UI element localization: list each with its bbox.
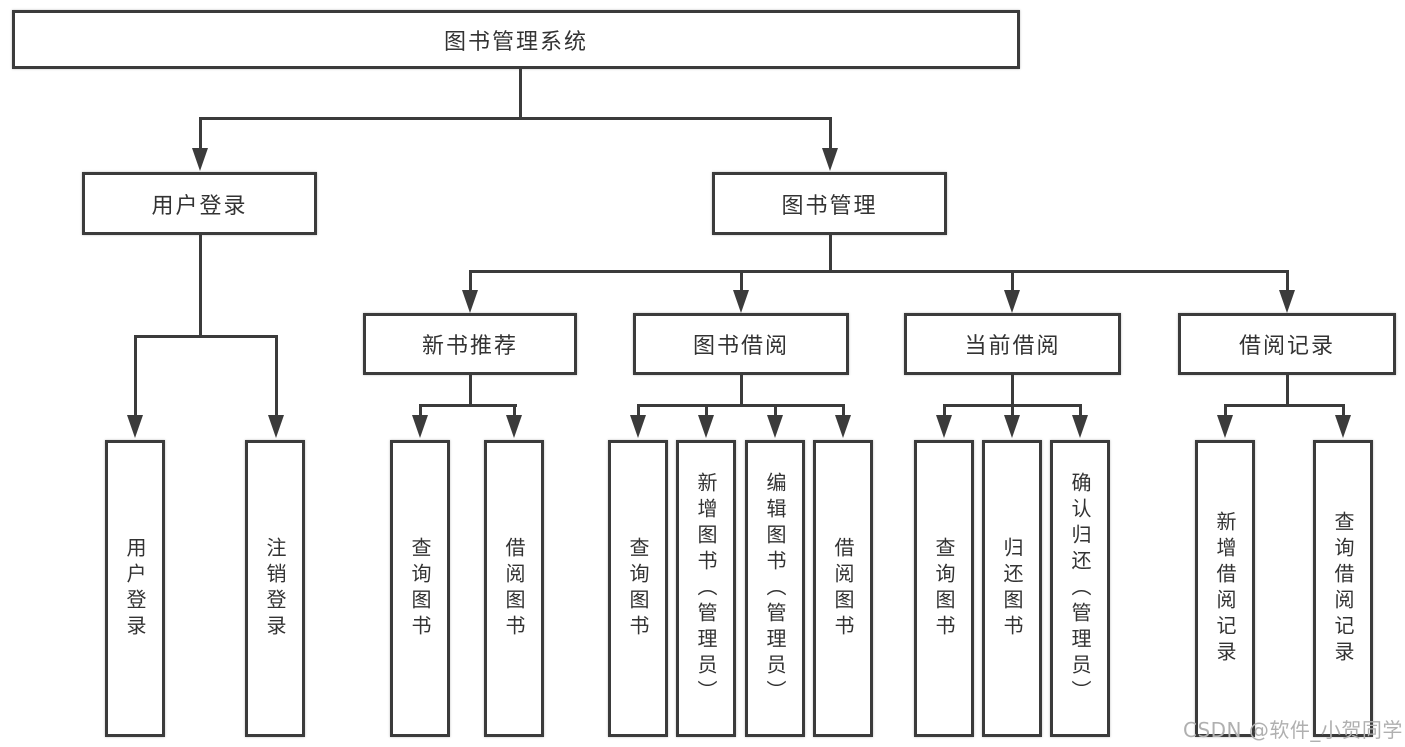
arrow-down-icon: [1072, 415, 1088, 438]
leaf-query-books-current: 查询图书: [914, 440, 974, 737]
node-current-borrow: 当前借阅: [904, 313, 1121, 375]
arrow-down-icon: [1004, 415, 1020, 438]
arrow-shaft: [513, 404, 516, 417]
leaf-borrow-books: 借阅图书: [813, 440, 873, 737]
arrow-shaft: [419, 404, 422, 417]
arrow-shaft: [1224, 404, 1227, 417]
connector-hline: [134, 335, 278, 338]
arrow-down-icon: [733, 290, 749, 313]
arrow-down-icon: [1279, 290, 1295, 313]
arrow-shaft: [705, 404, 708, 417]
arrow-shaft: [943, 404, 946, 417]
arrow-shaft: [637, 404, 640, 417]
connector-vline: [1011, 375, 1014, 407]
arrow-down-icon: [192, 148, 208, 171]
arrow-down-icon: [1004, 290, 1020, 313]
arrow-down-icon: [936, 415, 952, 438]
arrow-down-icon: [506, 415, 522, 438]
arrow-down-icon: [1217, 415, 1233, 438]
node-borrow-records: 借阅记录: [1178, 313, 1396, 375]
leaf-query-books-recommend: 查询图书: [390, 440, 450, 737]
connector-hline: [637, 404, 845, 407]
leaf-add-borrow-record: 新增借阅记录: [1195, 440, 1255, 737]
leaf-query-books-borrow: 查询图书: [608, 440, 668, 737]
leaf-add-book-admin: 新增图书（管理员）: [676, 440, 736, 737]
arrow-down-icon: [1335, 415, 1351, 438]
arrow-down-icon: [268, 415, 284, 438]
arrow-shaft: [740, 270, 743, 292]
arrow-shaft: [275, 335, 278, 416]
arrow-shaft: [774, 404, 777, 417]
node-new-book-recommend: 新书推荐: [363, 313, 577, 375]
connector-hline: [1224, 404, 1345, 407]
node-root: 图书管理系统: [12, 10, 1020, 69]
leaf-logout: 注销登录: [245, 440, 305, 737]
connector-hline: [469, 270, 1288, 273]
arrow-shaft: [1342, 404, 1345, 417]
leaf-borrow-books-recommend: 借阅图书: [484, 440, 544, 737]
arrow-shaft: [829, 117, 832, 149]
connector-hline: [419, 404, 517, 407]
arrow-shaft: [842, 404, 845, 417]
leaf-confirm-return-admin: 确认归还（管理员）: [1050, 440, 1110, 737]
leaf-query-borrow-record: 查询借阅记录: [1313, 440, 1373, 737]
watermark: CSDN @软件_小贺同学: [1183, 718, 1403, 742]
node-book-management: 图书管理: [712, 172, 947, 235]
arrow-down-icon: [822, 148, 838, 171]
connector-vline: [1286, 375, 1289, 407]
leaf-edit-book-admin: 编辑图书（管理员）: [745, 440, 805, 737]
arrow-shaft: [1286, 270, 1289, 292]
leaf-return-book: 归还图书: [982, 440, 1042, 737]
connector-vline: [829, 235, 832, 273]
arrow-down-icon: [630, 415, 646, 438]
arrow-shaft: [134, 335, 137, 416]
arrow-shaft: [1011, 270, 1014, 292]
arrow-down-icon: [127, 415, 143, 438]
connector-hline: [199, 117, 832, 120]
arrow-down-icon: [835, 415, 851, 438]
arrow-down-icon: [767, 415, 783, 438]
connector-vline: [199, 235, 202, 338]
arrow-down-icon: [698, 415, 714, 438]
arrow-shaft: [199, 117, 202, 149]
arrow-shaft: [1011, 404, 1014, 417]
arrow-down-icon: [462, 290, 478, 313]
connector-vline: [469, 375, 472, 407]
leaf-user-login: 用户登录: [105, 440, 165, 737]
arrow-shaft: [1079, 404, 1082, 417]
arrow-shaft: [469, 270, 472, 292]
arrow-down-icon: [412, 415, 428, 438]
node-book-borrow: 图书借阅: [633, 313, 849, 375]
connector-vline: [740, 375, 743, 407]
connector-vline: [519, 69, 522, 119]
node-user-login: 用户登录: [82, 172, 317, 235]
